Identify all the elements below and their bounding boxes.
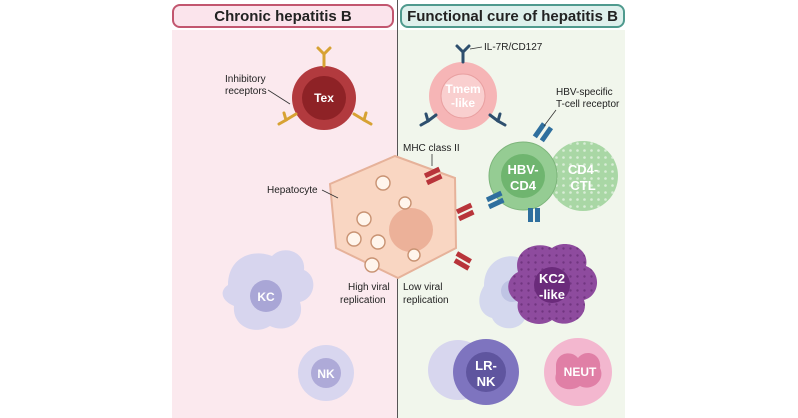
tex-label: Tex <box>314 91 334 105</box>
cd4-ctl-label-line2: CTL <box>570 178 595 193</box>
low-viral-replication-line1: Low viral <box>403 282 442 293</box>
hepatocyte-cell <box>328 154 458 280</box>
lr-nk-label-line2: NK <box>477 374 496 389</box>
nk-cell: NK <box>298 345 354 401</box>
nk-label: NK <box>317 367 335 381</box>
hbv-tcr-label-line2: T-cell receptor <box>556 99 620 110</box>
chronic-hepatitis-header: Chronic hepatitis B <box>172 4 394 28</box>
kc2-like-cell: KC2 -like <box>508 244 598 324</box>
inhibitory-receptor <box>277 46 373 126</box>
mhc-class-ii <box>423 166 475 271</box>
cd4-ctl-label-line1: CD4- <box>568 162 598 177</box>
cd4-ctl-cell: CD4- CTL <box>548 141 618 211</box>
il7r-label: IL-7R/CD127 <box>484 42 543 53</box>
high-viral-replication-line2: replication <box>340 295 386 306</box>
kc2-label-line2: -like <box>539 287 565 302</box>
lr-nk-label-line1: LR- <box>475 358 497 373</box>
lr-nk-cell: LR- NK <box>428 339 519 405</box>
high-viral-replication-line1: High viral <box>348 282 390 293</box>
tmem-label-line1: Tmem <box>445 82 480 96</box>
kc-cell: KC <box>222 250 314 330</box>
low-viral-replication-line2: replication <box>403 295 449 306</box>
tmem-like-cell: Tmem -like <box>429 62 497 130</box>
hbv-cd4-label-line2: CD4 <box>510 178 537 193</box>
virus-particle <box>346 175 421 273</box>
inhibitory-receptors-label-line2: receptors <box>225 86 267 97</box>
kc2-label-line1: KC2 <box>539 271 565 286</box>
tmem-label-line2: -like <box>451 96 475 110</box>
hbv-cd4-label-line1: HBV- <box>507 162 538 177</box>
neut-label: NEUT <box>564 365 597 379</box>
inhibitory-receptors-label-line1: Inhibitory <box>225 74 266 85</box>
functional-cure-header: Functional cure of hepatitis B <box>400 4 625 28</box>
il7r-receptor <box>419 44 507 127</box>
tex-cell: Tex <box>292 66 356 130</box>
hbv-tcr-label-line1: HBV-specific <box>556 87 613 98</box>
mhc-class-ii-label: MHC class II <box>403 143 460 154</box>
kc-label: KC <box>257 290 275 304</box>
hbv-cd4-cell: HBV- CD4 <box>488 141 558 211</box>
neutrophil-cell: NEUT <box>544 338 612 406</box>
hepatocyte-label: Hepatocyte <box>267 185 318 196</box>
t-cell-receptor <box>485 122 554 222</box>
